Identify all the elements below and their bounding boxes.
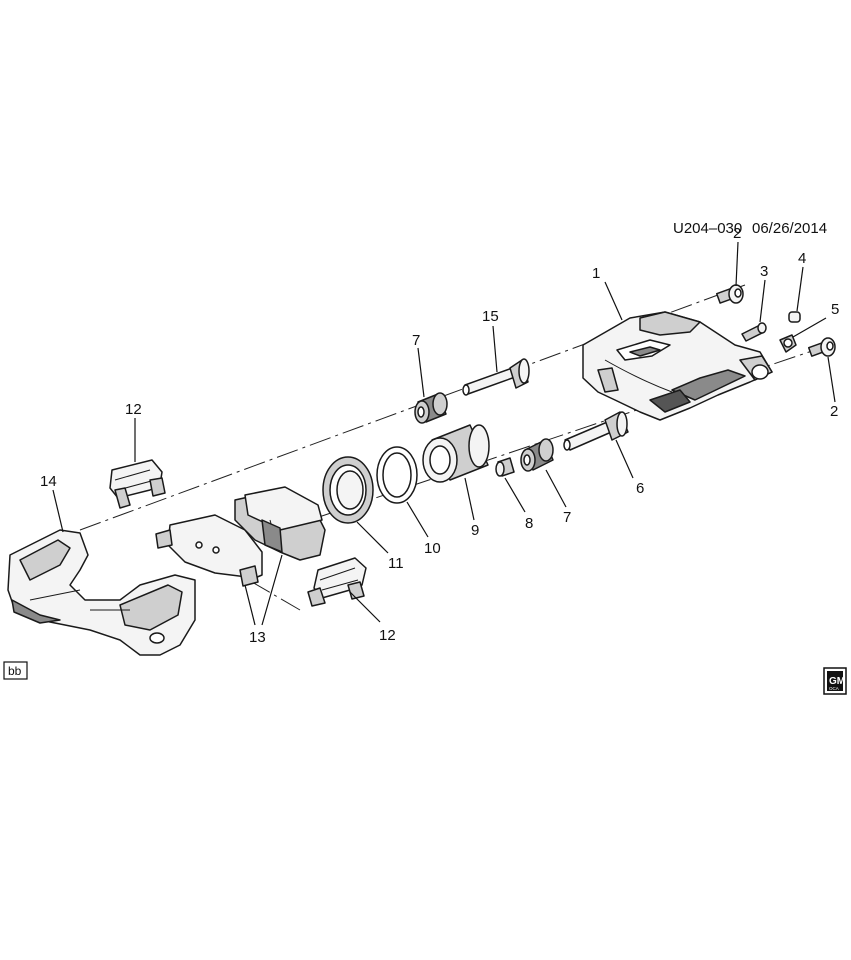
- callout-labels: 1 2 3 4 5 2 15 7 12 14 11 10 9 8 7 6 13 …: [40, 225, 839, 646]
- callout-5: 5: [831, 301, 839, 318]
- piston-seal: [376, 446, 418, 504]
- callout-3: 3: [760, 263, 768, 280]
- diagram-id: U204–030: [673, 220, 742, 237]
- gm-logo-sub: OCA: [829, 686, 839, 691]
- bleeder-valve: [741, 322, 767, 342]
- guide-pin-upper: [462, 358, 530, 396]
- callout-2-lower: 2: [830, 403, 838, 420]
- diagram-date: 06/26/2014: [752, 220, 827, 237]
- bleeder-cap: [788, 311, 801, 323]
- corner-tag-text: bb: [8, 664, 22, 678]
- gm-logo-brand: GM: [829, 676, 845, 687]
- caliper-body: [582, 311, 773, 421]
- callout-2-upper: 2: [733, 225, 741, 242]
- callout-1: 1: [592, 265, 600, 282]
- callout-13: 13: [249, 629, 266, 646]
- callout-9: 9: [471, 522, 479, 539]
- clip-axis: [239, 574, 301, 611]
- callout-10: 10: [424, 540, 441, 557]
- pin-boot-upper: [414, 392, 448, 424]
- callout-7-lower: 7: [563, 509, 571, 526]
- callout-11: 11: [388, 555, 404, 572]
- pad-clip-upper: [109, 459, 166, 509]
- guide-pin-lower: [563, 411, 629, 451]
- diagram-header: U204–030 06/26/2014: [673, 220, 827, 237]
- brake-pad-outer: [234, 486, 326, 561]
- callout-14: 14: [40, 473, 57, 490]
- retaining-clip: [779, 334, 797, 353]
- callout-8: 8: [525, 515, 533, 532]
- callout-6: 6: [636, 480, 644, 497]
- callout-7-upper: 7: [412, 332, 420, 349]
- callout-4: 4: [798, 250, 806, 267]
- brake-pad-inner: [155, 514, 263, 587]
- gm-logo: GM OCA: [823, 667, 847, 695]
- caliper-bracket: [7, 529, 196, 656]
- callout-12-lower: 12: [379, 627, 396, 644]
- corner-tag: bb: [3, 661, 28, 680]
- callout-12-upper: 12: [125, 401, 142, 418]
- bolt-upper: [715, 284, 744, 304]
- piston-dust-boot: [322, 456, 374, 524]
- bushing: [495, 457, 515, 477]
- leader-lines: [52, 241, 836, 626]
- caliper-piston: [422, 424, 490, 483]
- pin-boot-lower: [520, 438, 554, 472]
- callout-15: 15: [482, 308, 499, 325]
- bolt-lower: [807, 337, 836, 357]
- upper-axis: [79, 284, 746, 531]
